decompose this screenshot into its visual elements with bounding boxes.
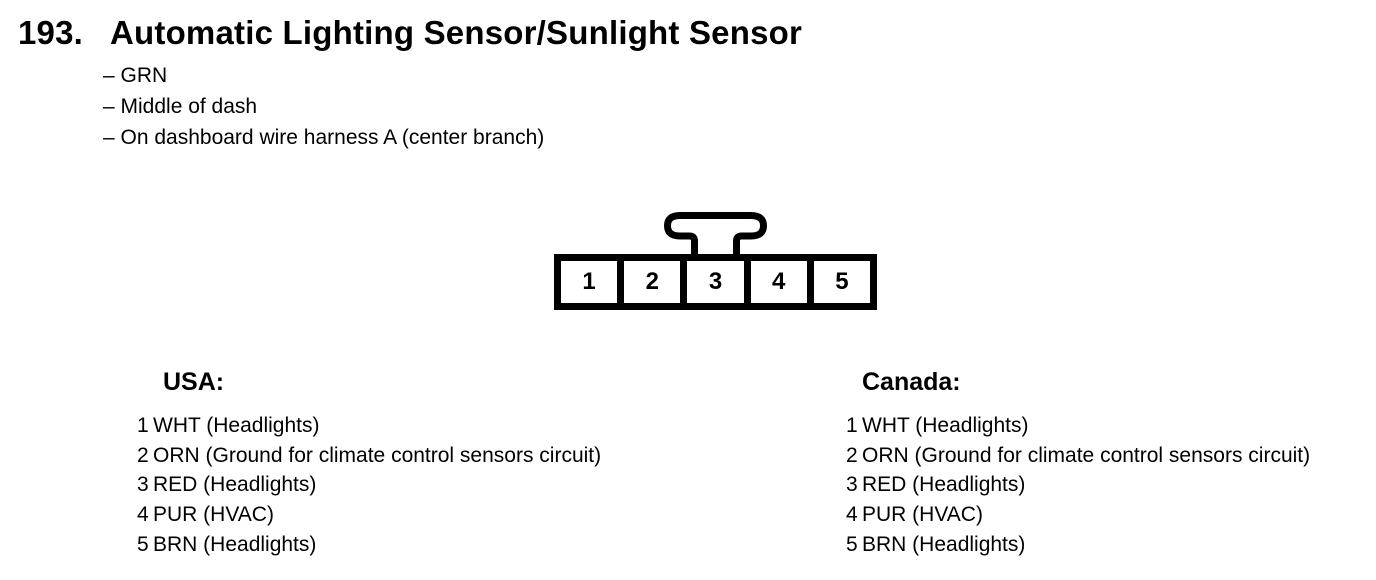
pin-label: RED (Headlights)	[153, 473, 317, 497]
connector-diagram: 1 2 3 4 5	[554, 254, 877, 310]
pin-label: ORN (Ground for climate control sensors …	[153, 443, 602, 467]
pin-number: 1	[846, 414, 858, 437]
bullet-item: – Middle of dash	[103, 95, 258, 118]
page-title: Automatic Lighting Sensor/Sunlight Senso…	[110, 14, 803, 51]
pin-label: WHT (Headlights)	[862, 414, 1029, 437]
pin-label: RED (Headlights)	[862, 473, 1026, 497]
pin-label: BRN (Headlights)	[862, 532, 1026, 556]
pin-number: 4	[137, 503, 149, 527]
connector-latch-tab-icon	[664, 212, 767, 254]
pin-number: 3	[137, 473, 149, 497]
pin-number: 2	[846, 443, 858, 467]
connector-pin-4: 4	[751, 261, 814, 303]
pin-label: PUR (HVAC)	[862, 503, 983, 527]
pinout-usa-heading: USA:	[163, 368, 225, 396]
pin-number: 2	[137, 443, 149, 467]
section-number: 193.	[18, 14, 84, 51]
pin-number: 1	[137, 414, 149, 437]
connector-pin-5: 5	[835, 268, 849, 295]
pin-label: PUR (HVAC)	[153, 503, 274, 527]
pin-label: WHT (Headlights)	[153, 414, 320, 437]
connector-pin-1: 1	[561, 261, 625, 303]
section-title: 193. Automatic Lighting Sensor/Sunlight …	[18, 14, 802, 52]
pin-number: 3	[846, 473, 858, 497]
pin-label: ORN (Ground for climate control sensors …	[862, 443, 1311, 467]
pin-label: BRN (Headlights)	[153, 532, 317, 556]
bullet-list: – GRN – Middle of dash – On dashboard wi…	[103, 60, 544, 153]
pin-number: 5	[846, 532, 858, 556]
connector-pin-2: 2	[624, 261, 688, 303]
pinout-canada-heading: Canada:	[862, 368, 961, 396]
connector-pin-3: 3	[687, 261, 751, 303]
pin-number: 4	[846, 503, 858, 527]
bullet-item: – On dashboard wire harness A (center br…	[103, 126, 545, 149]
bullet-item: – GRN	[103, 64, 168, 87]
pin-number: 5	[137, 532, 149, 556]
